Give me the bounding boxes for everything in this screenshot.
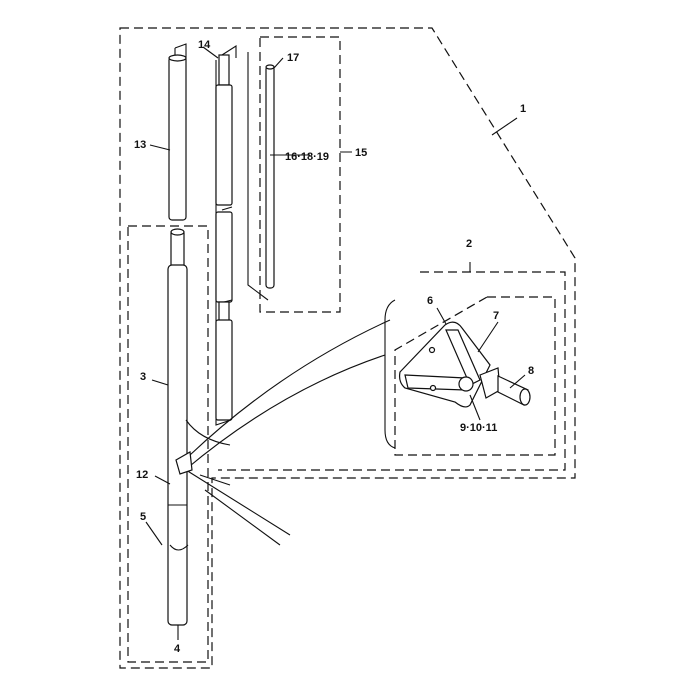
callout-5: 5 [140, 511, 146, 523]
callout-8: 8 [528, 365, 534, 377]
bracket-assembly [398, 321, 531, 408]
callout-3: 3 [140, 371, 146, 383]
callout-17: 17 [287, 52, 299, 64]
callout-14: 14 [198, 39, 211, 51]
boom [185, 419, 291, 546]
callout-12: 12 [136, 469, 148, 481]
callout-13: 13 [134, 139, 146, 151]
group-1-boundary [119, 27, 576, 669]
callout-4: 4 [174, 643, 181, 655]
callout-15: 15 [355, 147, 367, 159]
pole-3 [167, 228, 189, 626]
leader-lines [145, 46, 526, 640]
leader-curve-2 [189, 319, 391, 456]
callout-7: 7 [493, 310, 499, 322]
rod-17 [247, 52, 275, 301]
pole-14 [215, 44, 237, 426]
group-2-boundary [218, 271, 566, 471]
detail-brace [384, 299, 396, 449]
callout-1: 1 [520, 103, 526, 115]
callout-16-18-19: 16·18·19 [285, 151, 329, 163]
group-15-boundary [259, 36, 341, 313]
leader-curve [184, 354, 386, 471]
callout-6: 6 [427, 295, 433, 307]
callout-2: 2 [466, 238, 472, 250]
pole-13 [168, 43, 187, 221]
bracket-small [175, 451, 193, 475]
callout-9-10-11: 9·10·11 [460, 422, 497, 434]
bracket-detail-boundary [394, 296, 556, 456]
